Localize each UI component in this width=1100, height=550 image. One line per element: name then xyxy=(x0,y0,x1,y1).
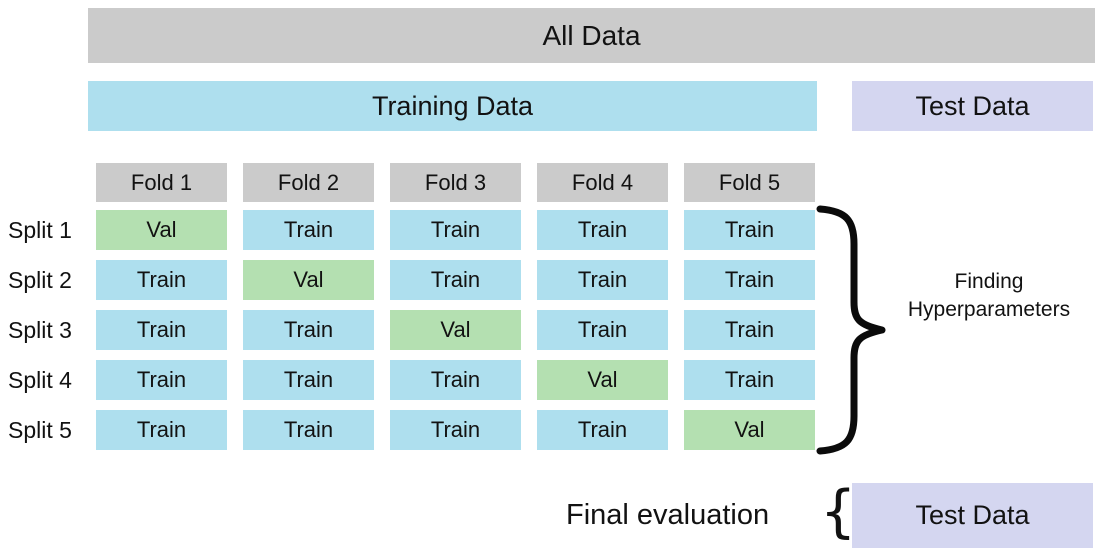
test-data-bar: Test Data xyxy=(852,81,1093,131)
cv-cell: Train xyxy=(243,360,374,400)
split-row: Train Train Val Train Train xyxy=(96,310,815,350)
split-row: Train Train Train Val Train xyxy=(96,360,815,400)
cv-cell: Train xyxy=(96,310,227,350)
left-curly-brace-icon: { xyxy=(820,479,857,545)
finding-line: Finding xyxy=(954,270,1024,293)
cv-cell: Val xyxy=(96,210,227,250)
cv-cell: Train xyxy=(390,260,521,300)
cv-cell: Train xyxy=(537,260,668,300)
cv-cell: Val xyxy=(684,410,815,450)
cv-cell: Train xyxy=(243,210,374,250)
cv-cell: Val xyxy=(390,310,521,350)
fold-header: Fold 3 xyxy=(390,163,521,202)
cv-cell: Train xyxy=(684,310,815,350)
split-row: Train Train Train Train Val xyxy=(96,410,815,450)
split-label: Split 5 xyxy=(8,416,72,443)
fold-header: Fold 2 xyxy=(243,163,374,202)
cv-cell: Val xyxy=(243,260,374,300)
training-data-bar: Training Data xyxy=(88,81,817,131)
all-data-label: All Data xyxy=(542,19,641,51)
fold-header: Fold 5 xyxy=(684,163,815,202)
hyperparameters-line: Hyperparameters xyxy=(907,298,1071,321)
cv-cell: Train xyxy=(537,410,668,450)
final-test-data-bar: Test Data xyxy=(852,483,1093,548)
final-test-data-label: Test Data xyxy=(915,500,1030,530)
cv-cell: Train xyxy=(684,210,815,250)
fold-header-row: Fold 1 Fold 2 Fold 3 Fold 4 Fold 5 xyxy=(96,163,815,202)
split-label: Split 3 xyxy=(8,316,72,343)
finding-hyperparameters-label: Finding Hyperparameters xyxy=(878,268,1100,324)
cv-cell: Train xyxy=(390,410,521,450)
training-data-label: Training Data xyxy=(371,90,534,121)
cv-cell: Train xyxy=(684,360,815,400)
test-data-label: Test Data xyxy=(915,90,1030,121)
all-data-bar: All Data xyxy=(88,8,1095,63)
split-row: Train Val Train Train Train xyxy=(96,260,815,300)
cv-cell: Train xyxy=(243,410,374,450)
cv-cell: Train xyxy=(96,260,227,300)
split-row: Val Train Train Train Train xyxy=(96,210,815,250)
cv-cell: Val xyxy=(537,360,668,400)
cv-cell: Train xyxy=(96,410,227,450)
fold-header: Fold 4 xyxy=(537,163,668,202)
cv-cell: Train xyxy=(537,310,668,350)
cv-cell: Train xyxy=(390,210,521,250)
cv-cell: Train xyxy=(537,210,668,250)
cv-cell: Train xyxy=(243,310,374,350)
cv-cell: Train xyxy=(684,260,815,300)
split-label: Split 4 xyxy=(8,366,72,393)
curly-brace-icon xyxy=(816,205,886,455)
cv-cell: Train xyxy=(390,360,521,400)
fold-header: Fold 1 xyxy=(96,163,227,202)
split-label: Split 1 xyxy=(8,216,72,243)
split-label: Split 2 xyxy=(8,266,72,293)
final-evaluation-label: Final evaluation xyxy=(566,499,770,531)
cv-cell: Train xyxy=(96,360,227,400)
